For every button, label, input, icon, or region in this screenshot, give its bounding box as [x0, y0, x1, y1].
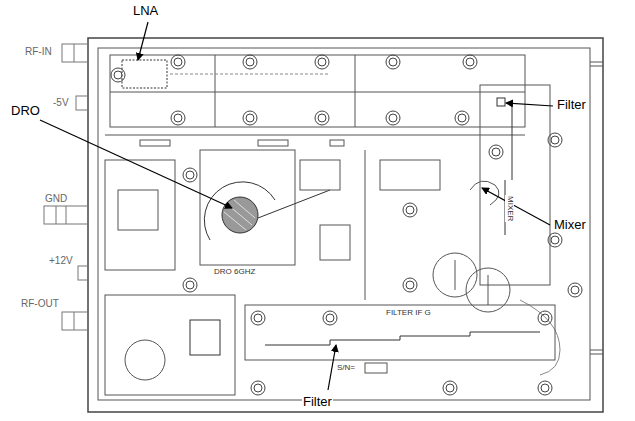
callout-label: DRO [10, 104, 41, 118]
board-marking: DRO 6GHZ [213, 268, 256, 277]
callout-label: Filter [302, 395, 333, 409]
port-label: -5V [52, 97, 70, 108]
callout-label: Mixer [553, 218, 587, 232]
board-marking: MIXER [505, 195, 514, 222]
port-label: RF-IN [24, 46, 53, 57]
board-marking: FILTER IF G [385, 309, 432, 318]
port-label: +12V [48, 255, 74, 266]
board-marking: S/N= [336, 364, 356, 373]
port-label: RF-OUT [20, 298, 60, 309]
callout-label: LNA [132, 4, 159, 18]
port-label: GND [44, 193, 68, 204]
callout-label: Filter [556, 98, 587, 112]
